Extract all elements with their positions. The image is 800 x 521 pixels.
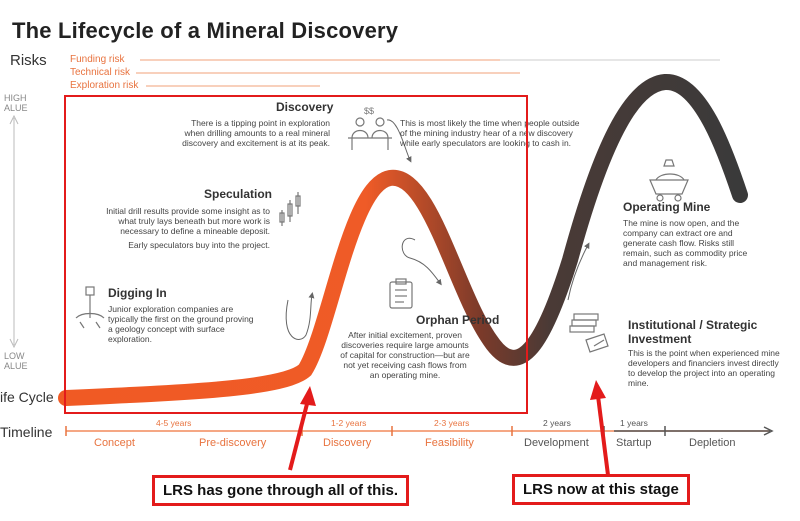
left-callout: LRS has gone through all of this. [152,475,409,506]
duration-feasibility: 2-3 years [434,418,470,428]
phase-discovery: Discovery [323,437,372,449]
phase-development: Development [524,437,589,449]
phase-feasibility: Feasibility [425,437,474,449]
institutional-text: This is the point when experienced mine … [628,348,780,388]
discovery-side-text: This is most likely the time when people… [400,118,580,148]
operating-arrow [567,242,590,301]
money-stack-icon [569,313,609,353]
value-axis-arrow-down [9,338,19,349]
left-callout-arrow [288,399,310,471]
discovery-text: There is a tipping point in exploration … [182,118,330,148]
orphan-arrow [401,237,442,286]
speculation-text: Initial drill results provide some insig… [106,206,270,236]
meeting-icon: $$ [348,106,392,150]
clipboard-icon [389,278,413,309]
operating-text: The mine is now open, and the company ca… [623,218,748,268]
right-callout-arrow [596,395,610,476]
orphan-text: After initial excitement, proven discove… [340,330,470,380]
lifecycle-curve [58,74,748,406]
value-axis-arrow-up [9,114,19,125]
speculation-arrow [285,292,315,340]
technical-risk-label: Technical risk [70,67,131,78]
left-callout-arrowhead [300,386,316,406]
duration-development: 2 years [543,418,571,428]
orphan-title: Orphan Period [416,313,500,327]
phase-depletion: Depletion [689,437,736,449]
digging-in-title: Digging In [108,286,167,300]
discovery-arrow [386,119,412,163]
duration-concept: 4-5 years [156,418,192,428]
lifecycle-label: ife Cycle [0,389,54,405]
phase-concept: Concept [94,437,135,449]
timeline-label: Timeline [0,424,53,440]
duration-startup: 1 years [620,418,648,428]
discovery-title: Discovery [276,100,334,114]
phase-startup: Startup [616,437,652,449]
duration-discovery: 1-2 years [331,418,367,428]
svg-text:$$: $$ [364,106,374,116]
exploration-risk-label: Exploration risk [70,80,139,91]
timeline-arrowhead [763,426,774,436]
risks-label: Risks [10,52,47,69]
drill-icon [75,286,105,329]
candlestick-icon [279,192,301,226]
operating-title: Operating Mine [623,200,711,214]
right-callout: LRS now at this stage [512,474,690,505]
completed-stages-highlight-box [64,95,528,414]
right-callout-arrowhead [590,380,606,400]
speculation-text2: Early speculators buy into the project. [128,240,270,250]
funding-risk-label: Funding risk [70,54,125,65]
speculation-title: Speculation [204,187,273,201]
digging-in-text: Junior exploration companies are typical… [108,304,254,344]
page-title: The Lifecycle of a Mineral Discovery [12,18,399,43]
phase-pre-discovery: Pre-discovery [199,437,267,449]
mine-cart-icon [649,159,689,202]
